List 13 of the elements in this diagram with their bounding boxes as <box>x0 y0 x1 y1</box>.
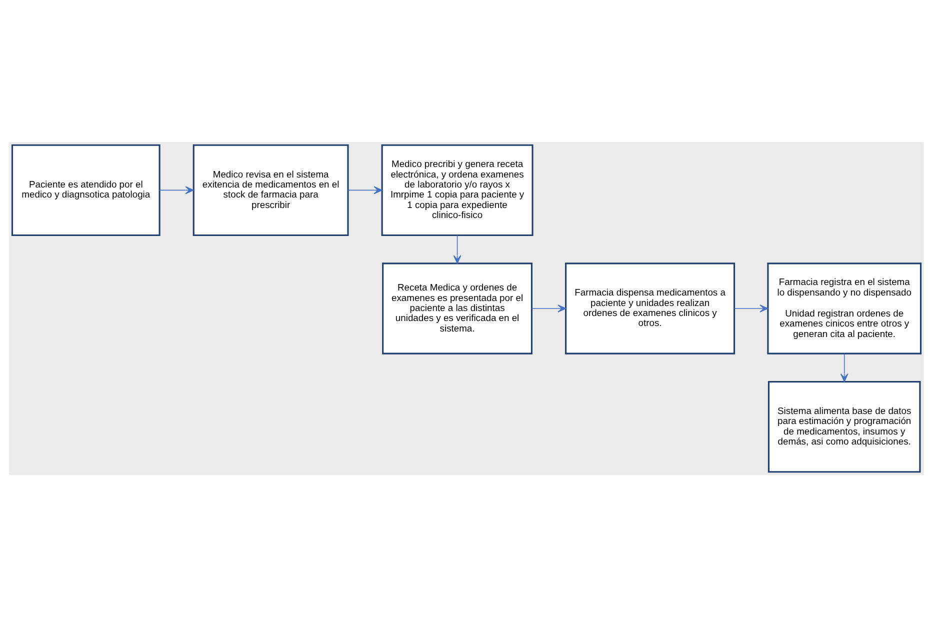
node-box: Paciente es atendido por el medico y diagnsotica patologia <box>11 144 160 236</box>
node-box: Medico precribi y genera receta electrónica, y ordena examenes de laboratorio y/o rayos x Imrpime 1 copia para paciente y 1 copia para expediente clinico-fisico <box>381 144 534 236</box>
arrow <box>531 304 566 312</box>
node-box: Receta Medica y ordenes de examenes es presentada por el paciente a las distintas unidades y es verificada en el sistema. <box>382 262 533 354</box>
arrow <box>348 186 382 194</box>
node-box: Farmacia registra en el sistema lo dispensando y no dispensado Unidad registran ordenes de examenes cinicos entre otros y generan cita al paciente. <box>767 262 922 354</box>
arrow <box>159 186 194 194</box>
node-box: Medico revisa en el sistema exitencia de medicamentos en el stock de farmacia para prescribir <box>192 144 349 236</box>
node-box: Farmacia dispensa medicamentos a paciente y unidades realizan ordenes de examenes clinicos y otros. <box>565 262 736 354</box>
node-box: Sistema alimenta base de datos para estimación y programación de medicamentos, insumos y demás, asi como adquisiciones. <box>768 380 921 473</box>
arrow <box>453 235 462 264</box>
arrow <box>840 353 848 382</box>
arrow <box>734 304 768 312</box>
